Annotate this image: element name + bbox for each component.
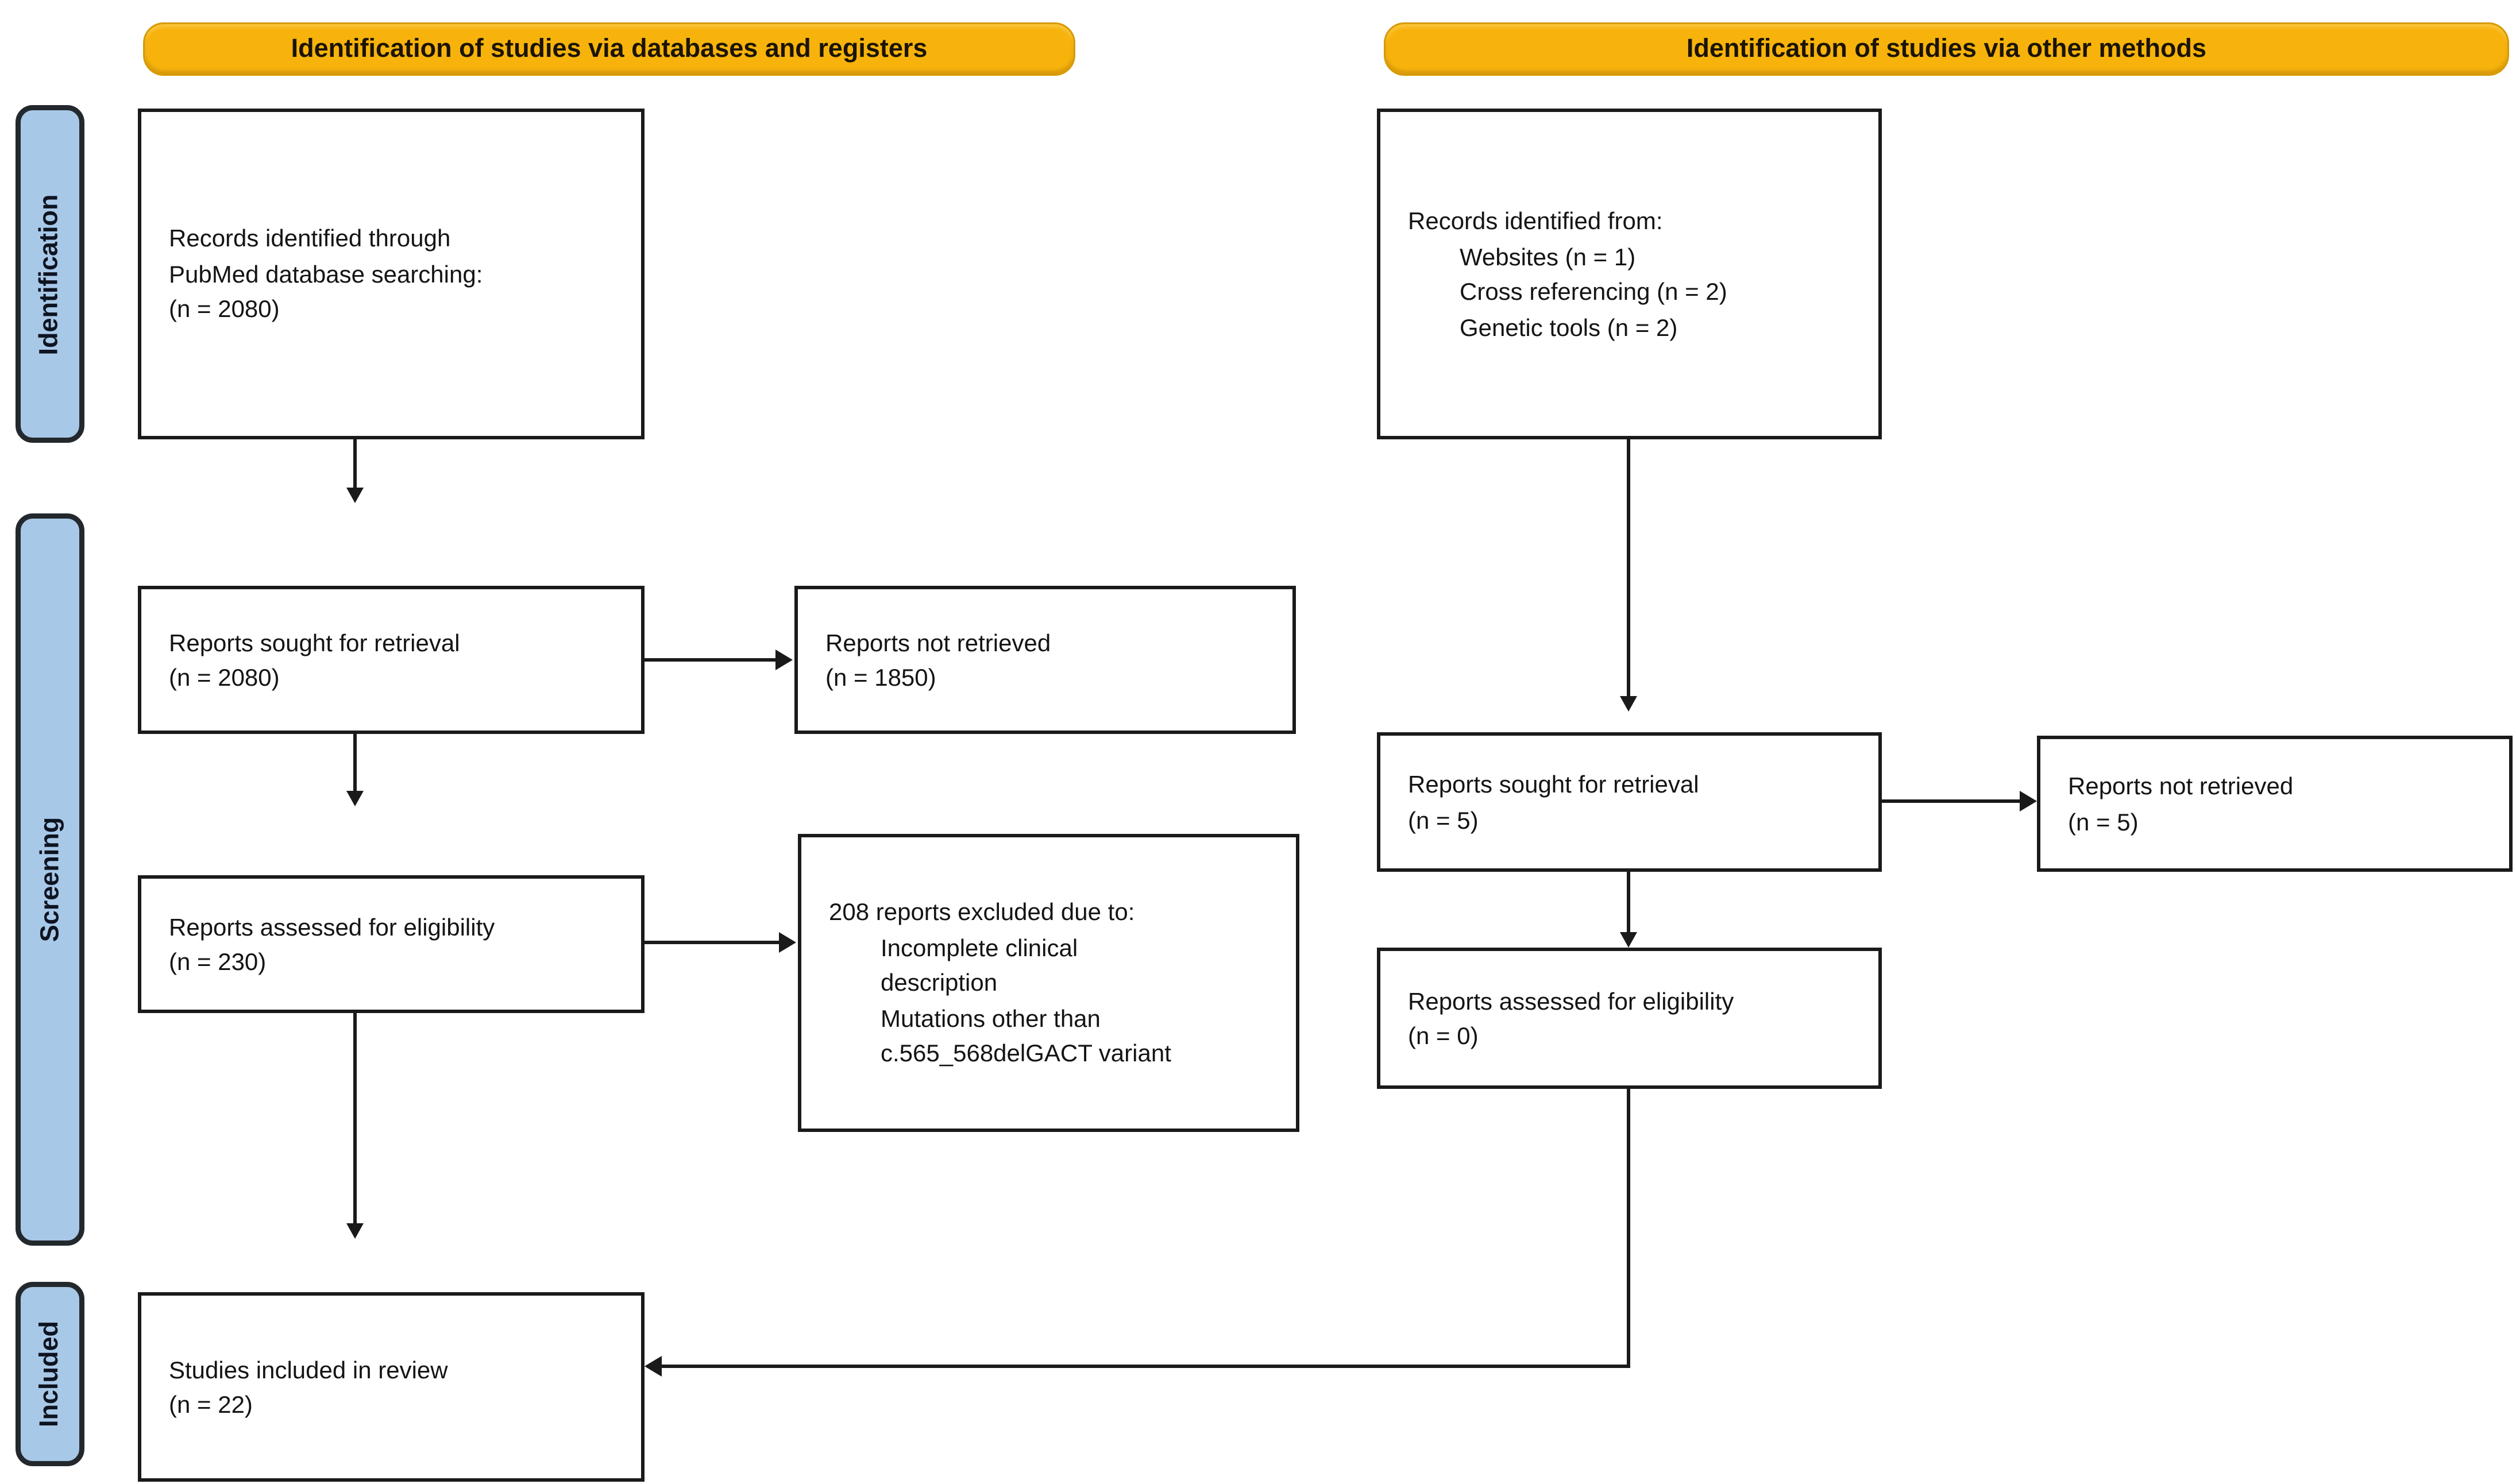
box-studies-included: Studies included in review (n = 22) [138,1292,645,1482]
stage-bar-included: Included [16,1282,84,1466]
box-text-line: PubMed database searching: [169,260,483,288]
box-text-line: Reports sought for retrieval [1408,770,1699,798]
box-reports-sought-other: Reports sought for retrieval (n = 5) [1377,732,1882,872]
box-text-line: (n = 0) [1408,1022,1479,1049]
banner-databases-registers: Identification of studies via databases … [143,22,1075,76]
box-text-line: Cross referencing (n = 2) [1460,277,1727,305]
banner-other-methods-label: Identification of studies via other meth… [1686,34,2207,64]
box-text-line: Mutations other than [881,1004,1101,1032]
box-text-line: (n = 230) [169,948,267,975]
box-records-identified-other: Records identified from: Websites (n = 1)… [1377,109,1882,439]
box-text-line: (n = 1850) [825,663,936,691]
box-text-line: Reports not retrieved [2068,772,2294,799]
box-text-line: description [881,968,998,996]
box-text-line: Reports not retrieved [825,628,1051,656]
box-reports-excluded: 208 reports excluded due to: Incomplete c… [798,834,1299,1132]
box-text-line: Websites (n = 1) [1460,242,1636,270]
box-reports-assessed-databases: Reports assessed for eligibility (n = 230… [138,875,645,1013]
box-reports-not-retrieved-other: Reports not retrieved (n = 5) [2037,736,2513,872]
box-reports-not-retrieved-databases: Reports not retrieved (n = 1850) [794,586,1296,734]
box-reports-assessed-other: Reports assessed for eligibility (n = 0) [1377,948,1882,1089]
box-text-line: Studies included in review [169,1355,448,1383]
box-text-line: c.565_568delGACT variant [881,1039,1171,1067]
box-text-line: 208 reports excluded due to: [829,898,1135,926]
banner-databases-registers-label: Identification of studies via databases … [291,34,928,64]
box-text-line: (n = 5) [1408,805,1479,833]
stage-bar-identification-label: Identification [35,193,65,355]
box-text-line: (n = 5) [2068,807,2139,835]
stage-bar-screening: Screening [16,513,84,1246]
box-text-line: Incomplete clinical [881,933,1078,961]
banner-other-methods: Identification of studies via other meth… [1384,22,2509,76]
box-text-line: Records identified through [169,224,451,252]
stage-bar-identification: Identification [16,105,84,443]
box-text-line: Reports sought for retrieval [169,628,460,656]
box-text-line: (n = 2080) [169,663,280,691]
box-text-line: Reports assessed for eligibility [1408,986,1734,1014]
box-reports-sought-databases: Reports sought for retrieval (n = 2080) [138,586,645,734]
stage-bar-included-label: Included [35,1320,65,1428]
box-text-line: (n = 22) [169,1390,253,1418]
box-text-line: Reports assessed for eligibility [169,912,495,940]
box-text-line: Genetic tools (n = 2) [1460,312,1678,341]
stage-bar-screening-label: Screening [35,817,65,942]
box-text-line: (n = 2080) [169,295,280,323]
box-text-line: Records identified from: [1408,207,1663,234]
